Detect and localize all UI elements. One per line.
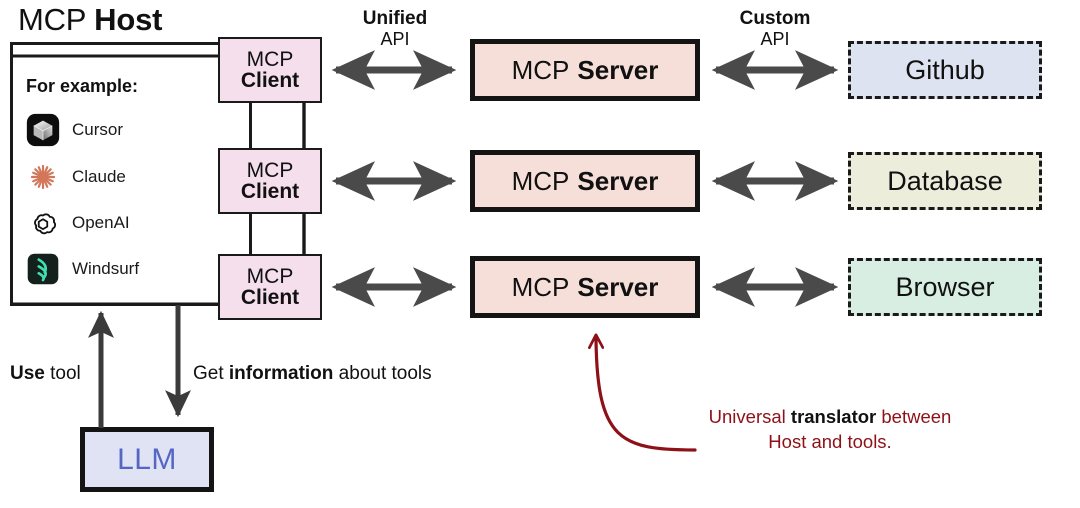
use-tool-bold: Use: [10, 363, 45, 384]
server-text-bold: Server: [577, 271, 659, 302]
translator-note: Universal translator between Host and to…: [660, 405, 1000, 455]
client-line-1: MCP: [246, 158, 294, 182]
host-title-plain: MCP: [18, 2, 86, 37]
example-item-windsurf: Windsurf: [26, 249, 206, 289]
mcp-client-box-2[interactable]: MCP Client: [218, 148, 322, 214]
note-line1-post: between: [876, 406, 952, 427]
get-info-post: about tools: [333, 363, 432, 384]
server-text-plain: MCP: [511, 271, 570, 302]
tool-box-browser[interactable]: Browser: [848, 258, 1042, 316]
host-title-bold: Host: [94, 2, 163, 37]
note-line1-bold: translator: [790, 406, 877, 427]
get-information-label: Get information about tools: [193, 363, 432, 385]
client-line-1: MCP: [246, 264, 294, 288]
note-line2: Host and tools.: [768, 430, 892, 452]
example-label: Cursor: [72, 120, 124, 139]
example-label: Windsurf: [72, 259, 140, 278]
cursor-icon: [26, 113, 60, 147]
mcp-server-box-3[interactable]: MCP Server: [470, 256, 700, 318]
custom-api-label: Custom API: [720, 8, 830, 49]
get-info-bold: information: [228, 363, 334, 384]
client-line-2: Client: [240, 286, 300, 309]
windsurf-icon: [27, 253, 59, 285]
get-info-pre: Get: [193, 363, 229, 384]
tool-label: Database: [887, 165, 1003, 196]
client-line-2: Client: [240, 180, 300, 203]
client-line-1: MCP: [246, 47, 294, 71]
server-text-plain: MCP: [511, 165, 570, 196]
openai-icon: [34, 213, 57, 235]
tool-label: Browser: [895, 271, 995, 302]
client-line-2: Client: [240, 69, 300, 92]
example-item-claude: Claude: [26, 157, 206, 197]
server-text-bold: Server: [577, 54, 659, 85]
tool-box-github[interactable]: Github: [848, 41, 1042, 99]
claude-icon: [30, 164, 56, 190]
host-title: MCP Host: [14, 2, 167, 38]
llm-label: LLM: [117, 442, 177, 476]
custom-api-strong: Custom: [739, 8, 811, 29]
server-text-plain: MCP: [511, 54, 570, 85]
for-example-label: For example:: [26, 76, 139, 96]
tool-box-database[interactable]: Database: [848, 152, 1042, 210]
example-item-openai: OpenAI: [26, 203, 206, 243]
unified-api-strong: Unified: [362, 8, 428, 29]
llm-box[interactable]: LLM: [80, 427, 214, 492]
unified-api-light: API: [380, 29, 410, 50]
tool-label: Github: [905, 54, 985, 85]
unified-api-label: Unified API: [340, 8, 450, 49]
mcp-server-box-2[interactable]: MCP Server: [470, 150, 700, 212]
example-item-cursor: Cursor: [26, 110, 206, 150]
use-tool-label: Use tool: [10, 363, 81, 385]
mcp-client-box-1[interactable]: MCP Client: [218, 37, 322, 103]
example-label: Claude: [72, 167, 126, 186]
server-text-bold: Server: [577, 165, 659, 196]
note-line1-pre: Universal: [708, 406, 791, 427]
use-tool-rest: tool: [44, 363, 81, 384]
mcp-client-box-3[interactable]: MCP Client: [218, 254, 322, 320]
mcp-server-box-1[interactable]: MCP Server: [470, 39, 700, 101]
example-label: OpenAI: [72, 213, 130, 232]
custom-api-light: API: [760, 29, 790, 50]
